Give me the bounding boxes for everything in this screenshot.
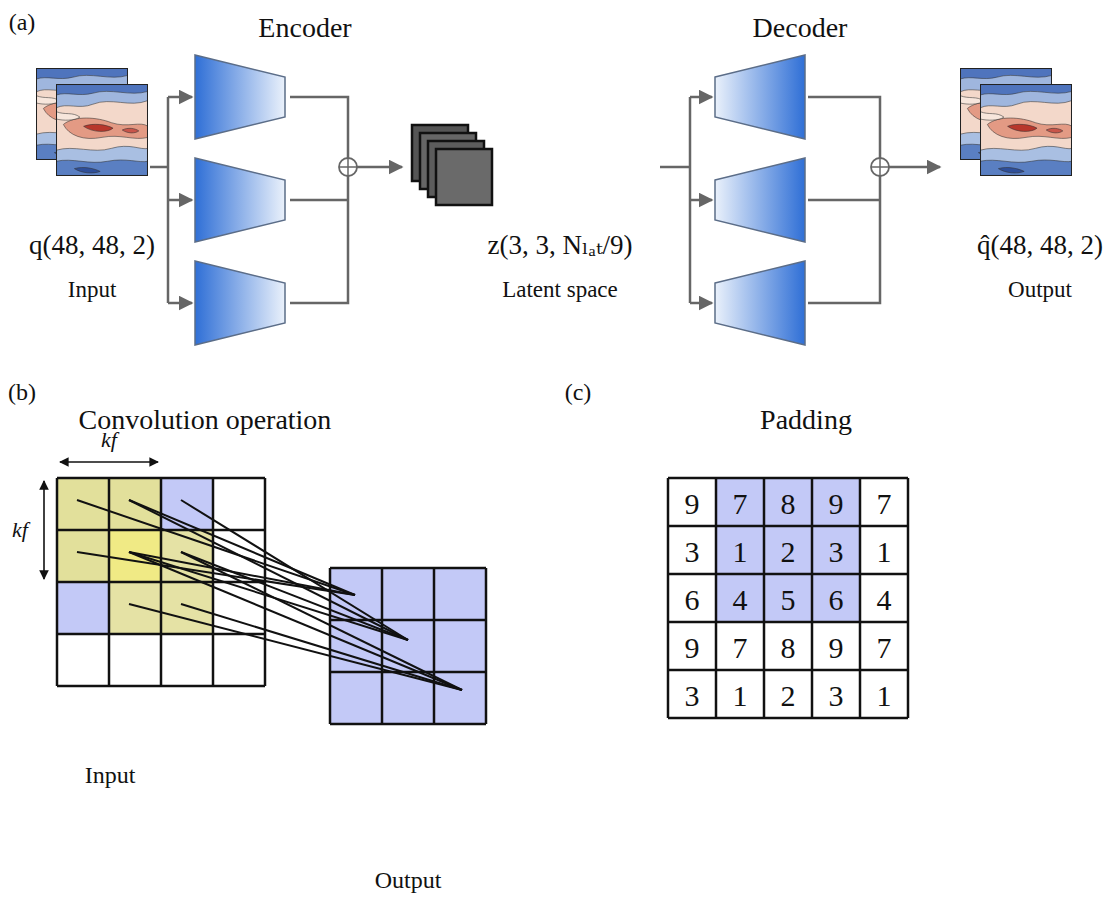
conv-input-grid	[57, 478, 265, 686]
grid-number: 1	[877, 535, 892, 568]
caption-label: Output	[375, 867, 442, 893]
grid-number: 5	[781, 583, 796, 616]
grid-number: 1	[733, 679, 748, 712]
grid-number: 1	[733, 535, 748, 568]
caption-label: Input	[85, 762, 136, 788]
grid-number: 1	[877, 679, 892, 712]
grid-number: 7	[733, 487, 748, 520]
sum-node	[339, 158, 357, 176]
caption-label: Output	[1008, 277, 1072, 302]
kernel-size: kf	[12, 518, 28, 542]
latent-stack	[412, 125, 492, 205]
grid-number: 3	[685, 679, 700, 712]
panel-letter: (c)	[565, 379, 592, 405]
block-title: Encoder	[258, 13, 351, 44]
caption-label: Input	[68, 277, 117, 302]
grid-number: 6	[829, 583, 844, 616]
tensor-shape: q̂(48, 48, 2)	[977, 231, 1103, 261]
caption-label: Latent space	[502, 277, 618, 302]
grid-number: 7	[877, 487, 892, 520]
grid-number: 4	[877, 583, 892, 616]
padding-grid	[668, 478, 908, 718]
encoder-blocks	[195, 55, 285, 345]
sum-node	[871, 158, 889, 176]
grid-number: 3	[829, 535, 844, 568]
panel-letter: (a)	[9, 9, 36, 35]
panel-title: Padding	[760, 405, 852, 436]
output-field	[980, 84, 1072, 176]
grid-number: 7	[733, 631, 748, 664]
grid-number: 8	[781, 631, 796, 664]
input-field	[56, 84, 148, 176]
grid-number: 6	[685, 583, 700, 616]
kernel-lines	[77, 500, 462, 690]
block-title: Decoder	[753, 13, 848, 44]
grid-number: 4	[733, 583, 748, 616]
tensor-shape: q(48, 48, 2)	[29, 231, 155, 261]
grid-number: 8	[781, 487, 796, 520]
grid-number: 3	[685, 535, 700, 568]
decoder-blocks	[715, 55, 805, 345]
grid-number: 9	[685, 631, 700, 664]
grid-number: 3	[829, 679, 844, 712]
panel-letter: (b)	[8, 379, 36, 405]
encoder-wires	[150, 97, 402, 303]
grid-number: 2	[781, 535, 796, 568]
grid-number: 7	[877, 631, 892, 664]
grid-number: 9	[829, 631, 844, 664]
tensor-shape: z(3, 3, Nₗₐₜ/9)	[487, 231, 632, 261]
grid-number: 9	[829, 487, 844, 520]
kernel-size: kf	[101, 428, 117, 452]
kernel-size-arrows	[44, 462, 158, 579]
grid-number: 9	[685, 487, 700, 520]
grid-number: 2	[781, 679, 796, 712]
